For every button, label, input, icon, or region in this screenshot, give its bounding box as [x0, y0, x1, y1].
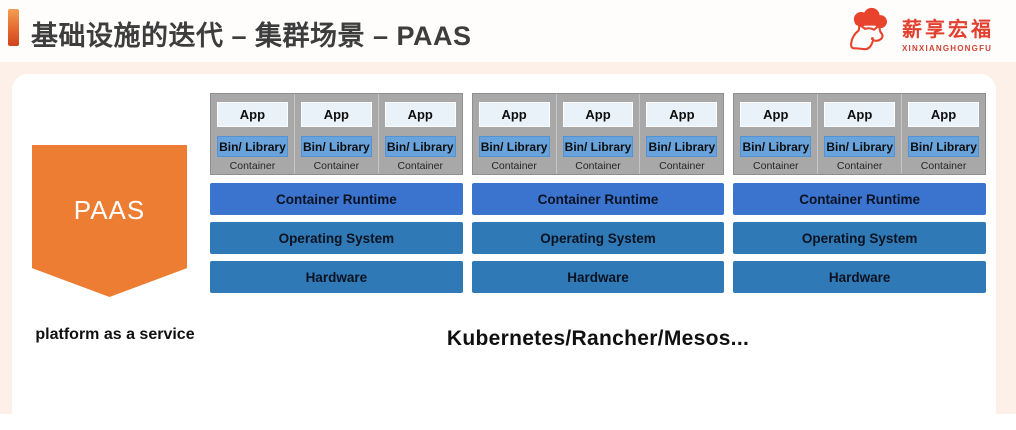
hardware-bar: Hardware — [210, 261, 463, 293]
bin-library-box: Bin/ Library — [646, 136, 718, 157]
bin-library-box: Bin/ Library — [740, 136, 812, 157]
app-box: App — [384, 102, 456, 127]
brand-name-latin: XINXIANGHONGFU — [902, 44, 993, 53]
brand-logo: 薪享宏福 XINXIANGHONGFU — [845, 7, 994, 59]
bin-library-box: Bin/ Library — [217, 136, 288, 157]
node-stack-1: App Bin/ Library Container App Bin/ Libr… — [210, 93, 463, 293]
paas-label: PAAS — [73, 195, 146, 225]
container-label: Container — [920, 160, 967, 172]
container-cell: App Bin/ Library Container — [639, 94, 723, 174]
app-box: App — [824, 102, 896, 127]
app-box: App — [300, 102, 372, 127]
cluster-tools-caption: Kubernetes/Rancher/Mesos... — [446, 327, 750, 350]
container-runtime-bar: Container Runtime — [471, 183, 725, 215]
title-bar: 基础设施的迭代 – 集群场景 – PAAS 薪享宏福 XINXIANGHONGF… — [0, 0, 1016, 62]
container-label: Container — [397, 160, 443, 172]
container-cell: App Bin/ Library Container — [817, 94, 901, 174]
containers-group: App Bin/ Library Container App Bin/ Libr… — [471, 93, 725, 175]
brand-mascot-icon — [845, 7, 895, 59]
app-box: App — [562, 102, 634, 127]
container-runtime-bar: Container Runtime — [733, 183, 987, 215]
app-box: App — [646, 102, 718, 127]
container-cell: App Bin/ Library Container — [555, 94, 640, 174]
container-label: Container — [836, 160, 883, 172]
brand-name: 薪享宏福 — [902, 19, 994, 41]
page-title: 基础设施的迭代 – 集群场景 – PAAS — [31, 21, 472, 51]
container-label: Container — [491, 160, 537, 172]
bin-library-box: Bin/ Library — [908, 136, 980, 157]
app-box: App — [217, 102, 288, 127]
container-cell: App Bin/ Library Container — [293, 94, 378, 174]
node-stack-2: App Bin/ Library Container App Bin/ Libr… — [471, 93, 725, 293]
app-box: App — [740, 102, 812, 127]
cluster-stacks-row: App Bin/ Library Container App Bin/ Libr… — [210, 93, 987, 293]
container-runtime-bar: Container Runtime — [210, 183, 463, 215]
container-cell: App Bin/ Library Container — [901, 94, 985, 174]
bin-library-box: Bin/ Library — [824, 136, 896, 157]
node-stack-3: App Bin/ Library Container App Bin/ Libr… — [733, 93, 987, 293]
title-accent-bar — [8, 9, 19, 46]
bin-library-box: Bin/ Library — [384, 136, 456, 157]
container-cell: App Bin/ Library Container — [211, 94, 294, 174]
operating-system-bar: Operating System — [733, 222, 987, 254]
paas-arrow-shape: PAAS — [32, 145, 187, 297]
containers-group: App Bin/ Library Container App Bin/ Libr… — [210, 93, 463, 175]
bin-library-box: Bin/ Library — [478, 136, 550, 157]
container-cell: App Bin/ Library Container — [734, 94, 817, 174]
container-cell: App Bin/ Library Container — [473, 94, 556, 174]
content-card: PAAS platform as a service App Bin/ Libr… — [12, 74, 996, 430]
operating-system-bar: Operating System — [471, 222, 725, 254]
bin-library-box: Bin/ Library — [562, 136, 634, 157]
container-label: Container — [575, 160, 621, 172]
bin-library-box: Bin/ Library — [300, 136, 372, 157]
container-label: Container — [313, 160, 360, 172]
container-label: Container — [229, 160, 276, 172]
container-cell: App Bin/ Library Container — [377, 94, 462, 174]
slide-background: PAAS platform as a service App Bin/ Libr… — [0, 62, 1016, 430]
paas-caption: platform as a service — [35, 326, 195, 343]
hardware-bar: Hardware — [733, 261, 987, 293]
container-label: Container — [753, 160, 799, 172]
app-box: App — [478, 102, 550, 127]
operating-system-bar: Operating System — [210, 222, 463, 254]
hardware-bar: Hardware — [471, 261, 725, 293]
containers-group: App Bin/ Library Container App Bin/ Libr… — [733, 93, 987, 175]
container-label: Container — [659, 160, 705, 172]
app-box: App — [908, 102, 980, 127]
